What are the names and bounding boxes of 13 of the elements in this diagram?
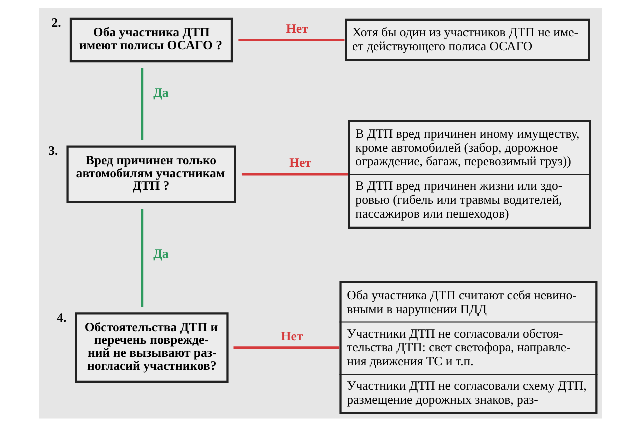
connector [140, 209, 144, 308]
edge-label: Нет [289, 156, 311, 170]
node-label: 4. [56, 310, 66, 325]
edge-label: Да [153, 86, 168, 100]
connector [238, 39, 344, 42]
edge-label: Нет [280, 329, 303, 344]
connector [241, 173, 348, 176]
edge-label: Да [153, 246, 168, 261]
node-label: 3. [48, 144, 58, 158]
connector [233, 346, 340, 350]
connector [140, 68, 144, 140]
edge-label: Нет [286, 22, 308, 36]
node-label: 2. [51, 16, 61, 30]
